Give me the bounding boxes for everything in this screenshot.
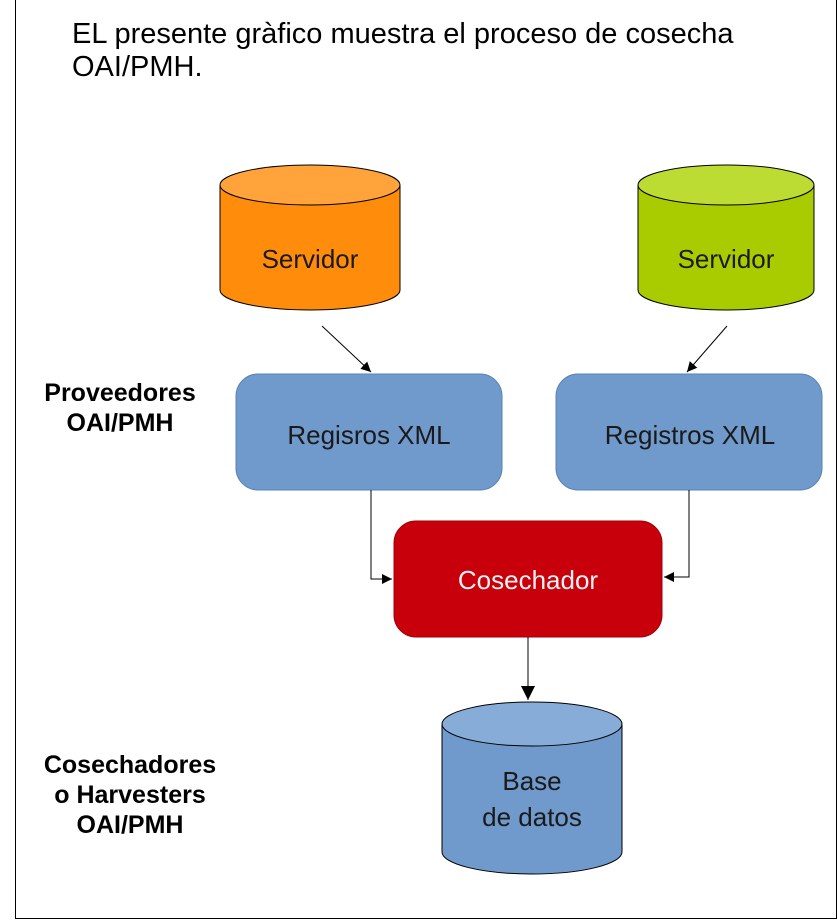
intro-text: EL presente gràfico muestra el proceso d… bbox=[72, 18, 734, 83]
providers-label-line: OAI/PMH bbox=[66, 409, 174, 437]
database-label-line2: de datos bbox=[482, 802, 582, 832]
cylinder-outline bbox=[441, 724, 623, 875]
records-left-label: Regisros XML bbox=[287, 420, 450, 450]
harvester-box: Cosechador bbox=[393, 520, 663, 638]
cylinder-top bbox=[219, 164, 401, 206]
database-cylinder: Base de datos bbox=[441, 701, 623, 875]
harvester-label: Cosechador bbox=[458, 565, 599, 595]
harvesters-label-line: Cosechadores bbox=[43, 751, 217, 779]
providers-label: Proveedores OAI/PMH bbox=[20, 378, 220, 438]
arrow-server-left-to-records bbox=[321, 325, 372, 373]
server-left-label: Servidor bbox=[262, 244, 359, 274]
cylinder-body bbox=[442, 702, 622, 874]
harvesters-label: Cosechadores o Harvesters OAI/PMH bbox=[20, 750, 240, 840]
database-label-line1: Base bbox=[502, 766, 561, 796]
arrow-records-right-to-harvester bbox=[664, 490, 690, 582]
records-left-box: Regisros XML bbox=[235, 373, 503, 491]
providers-label-line: Proveedores bbox=[44, 379, 196, 407]
server-left-cylinder: Servidor bbox=[219, 164, 401, 311]
cylinder-top bbox=[441, 701, 623, 747]
cylinder-outline bbox=[637, 185, 815, 311]
harvesters-label-line: OAI/PMH bbox=[76, 811, 184, 839]
arrow-records-left-to-harvester bbox=[370, 490, 392, 584]
cylinder-top bbox=[637, 164, 815, 206]
server-right-label: Servidor bbox=[678, 244, 775, 274]
server-right-cylinder: Servidor bbox=[637, 164, 815, 311]
page-frame bbox=[15, 0, 837, 919]
cylinder-outline bbox=[219, 185, 401, 311]
records-right-label: Registros XML bbox=[605, 420, 776, 450]
arrow-server-right-to-records bbox=[686, 325, 728, 373]
records-right-box: Registros XML bbox=[555, 373, 823, 491]
records-left-rect bbox=[235, 373, 503, 491]
harvesters-label-line: o Harvesters bbox=[54, 781, 206, 809]
